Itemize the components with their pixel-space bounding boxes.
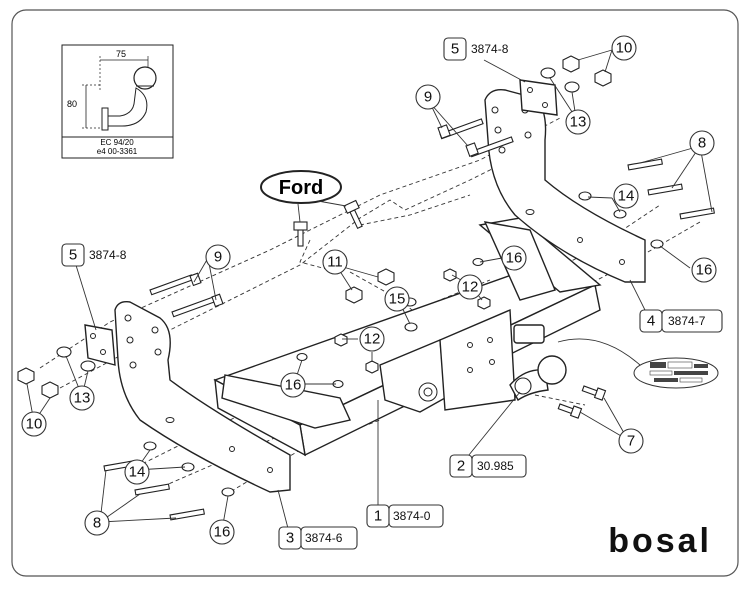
svg-text:3874-6: 3874-6 (305, 531, 343, 545)
hardware (17, 55, 715, 521)
part-box-1: 1 3874-0 (366, 504, 444, 528)
svg-text:14: 14 (618, 188, 635, 205)
callout-16-right: 16 (691, 257, 717, 283)
center-mount-plate (379, 308, 567, 413)
callout-12-center-right: 12 (457, 274, 483, 300)
approval-line-1: EC 94/20 (100, 138, 134, 147)
callout-10-left: 10 (21, 411, 47, 437)
svg-text:3874-0: 3874-0 (393, 509, 431, 523)
svg-text:5: 5 (69, 247, 77, 264)
callout-16-center-left: 16 (280, 372, 306, 398)
svg-text:30.985: 30.985 (477, 459, 514, 473)
ford-badge-text: Ford (279, 177, 323, 199)
label-sticker (633, 357, 719, 389)
svg-text:15: 15 (389, 291, 406, 308)
svg-text:10: 10 (616, 40, 633, 57)
callout-16-left: 16 (209, 519, 235, 545)
svg-text:7: 7 (627, 433, 635, 450)
left-plate (84, 324, 116, 366)
svg-text:10: 10 (26, 416, 43, 433)
left-side-arm (114, 300, 291, 493)
svg-text:3874-7: 3874-7 (668, 314, 706, 328)
svg-text:16: 16 (285, 377, 302, 394)
svg-text:16: 16 (696, 262, 713, 279)
svg-text:5: 5 (451, 41, 459, 58)
diagram-frame (11, 9, 739, 577)
svg-text:12: 12 (364, 331, 381, 348)
part-box-5-right: 5 3874-8 (443, 37, 509, 61)
svg-text:13: 13 (570, 114, 587, 131)
svg-text:14: 14 (129, 464, 146, 481)
callout-14-left: 14 (124, 459, 150, 485)
callout-13-right: 13 (565, 109, 591, 135)
svg-text:4: 4 (647, 313, 655, 330)
part-box-3: 3 3874-6 (278, 526, 358, 550)
approval-line-2: e4 00-3361 (97, 147, 138, 156)
svg-text:3874-8: 3874-8 (471, 42, 509, 56)
svg-text:1: 1 (374, 508, 382, 525)
callout-15: 15 (384, 286, 410, 312)
svg-text:12: 12 (462, 279, 479, 296)
dimension-inset: 75 80 EC 94/20 e4 00-3361 (61, 44, 174, 159)
svg-text:16: 16 (506, 250, 523, 267)
callout-12-center-left: 12 (359, 326, 385, 352)
callout-7: 7 (618, 428, 644, 454)
svg-text:2: 2 (457, 458, 465, 475)
svg-text:9: 9 (214, 249, 222, 266)
dim-horizontal: 75 (116, 49, 126, 59)
callout-8-right: 8 (689, 130, 715, 156)
callout-14-right: 14 (613, 183, 639, 209)
svg-text:9: 9 (424, 89, 432, 106)
dim-vertical: 80 (67, 99, 77, 109)
bosal-logo: bosal (608, 522, 712, 560)
callout-11: 11 (322, 249, 348, 275)
callout-10-right: 10 (611, 35, 637, 61)
tow-ball (537, 355, 567, 385)
callout-9-right: 9 (415, 84, 441, 110)
bosal-logo-text: bosal (608, 522, 712, 560)
callout-16-center-right: 16 (501, 245, 527, 271)
part-box-2: 2 30.985 (449, 454, 527, 478)
svg-text:3874-8: 3874-8 (89, 248, 127, 262)
svg-text:3: 3 (286, 530, 294, 547)
callout-markers: 10 13 9 8 14 16 11 16 12 15 12 16 9 10 1… (21, 35, 717, 545)
svg-text:16: 16 (214, 524, 231, 541)
svg-text:13: 13 (74, 390, 91, 407)
right-plate (519, 79, 558, 116)
svg-text:11: 11 (327, 254, 343, 271)
ford-badge: Ford (260, 170, 347, 223)
callout-8-left: 8 (84, 510, 110, 536)
callout-13-left: 13 (69, 385, 95, 411)
part-box-5-left: 5 3874-8 (61, 243, 127, 267)
svg-text:8: 8 (698, 135, 706, 152)
svg-text:8: 8 (93, 515, 101, 532)
part-box-4: 4 3874-7 (639, 309, 723, 333)
callout-9-left: 9 (205, 244, 231, 270)
